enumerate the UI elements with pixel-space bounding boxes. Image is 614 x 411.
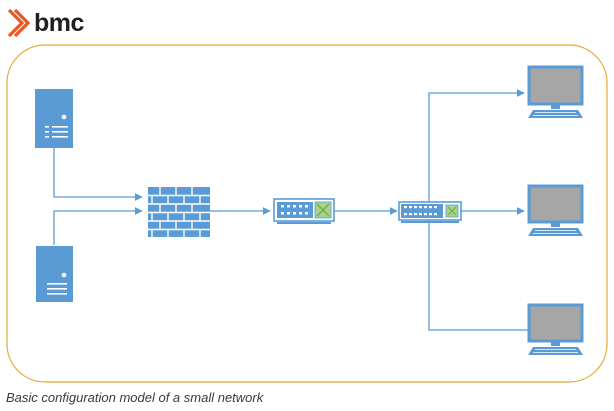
edge-switch-workstation-3	[428, 219, 551, 334]
edge-server-2-firewall	[53, 207, 143, 245]
figure-caption: Basic configuration model of a small net…	[6, 390, 264, 405]
connections	[53, 89, 551, 334]
firewall-icon	[148, 187, 210, 237]
switch-icon	[398, 201, 462, 223]
edge-switch-workstation-1	[428, 89, 525, 205]
computer-icon	[527, 65, 584, 118]
brand-name: bmc	[34, 9, 84, 37]
bmc-chevron-icon	[7, 8, 31, 38]
router-icon	[273, 198, 335, 224]
brand-logo: bmc	[6, 6, 84, 40]
server-icon	[36, 246, 73, 302]
server-icon	[35, 89, 73, 148]
computer-icon	[527, 184, 584, 236]
edge-server-1-firewall	[53, 148, 143, 201]
computer-icon	[527, 303, 584, 355]
network-boundary	[6, 44, 608, 383]
